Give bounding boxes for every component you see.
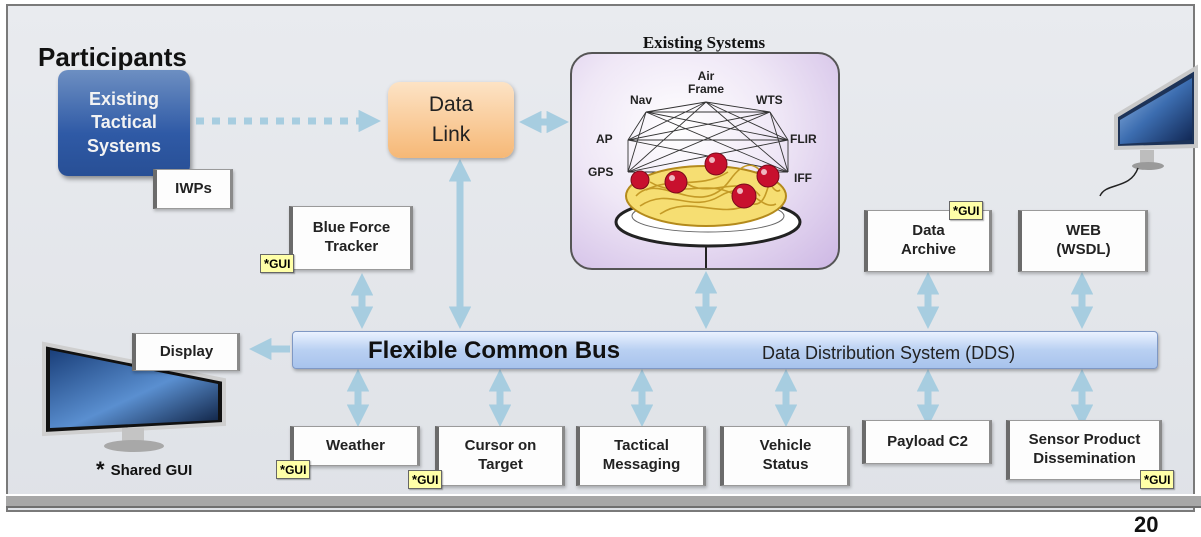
sensor-product-label: Sensor Product Dissemination bbox=[1028, 431, 1141, 467]
systems-network bbox=[614, 101, 802, 268]
web-wsdl-box: WEB (WSDL) bbox=[1018, 210, 1148, 272]
cursor-on-target-label: Cursor on Target bbox=[464, 437, 537, 473]
page-number: 20 bbox=[1134, 512, 1159, 537]
node-nav: Nav bbox=[630, 93, 653, 107]
data-archive-box: Data Archive bbox=[864, 210, 992, 272]
vehicle-status-box: Vehicle Status bbox=[720, 426, 850, 486]
gui-star: * bbox=[280, 462, 286, 477]
node-wts: WTS bbox=[756, 93, 783, 107]
node-flir: FLIR bbox=[790, 132, 817, 146]
connector-arrows bbox=[196, 109, 1094, 427]
existing-systems-title: Existing Systems bbox=[642, 33, 766, 52]
display-box: Display bbox=[132, 333, 240, 371]
node-airframe: Air Frame bbox=[688, 69, 725, 97]
bottom-bar bbox=[6, 494, 1201, 508]
gui-tag-sensor: *GUI bbox=[1140, 470, 1175, 489]
gui-star: * bbox=[1144, 472, 1150, 487]
blue-force-tracker-box: Blue Force Tracker bbox=[289, 206, 413, 270]
display-label: Display bbox=[159, 342, 214, 360]
gui-star: * bbox=[953, 203, 959, 218]
weather-box: Weather bbox=[290, 426, 420, 466]
blue-force-tracker-label: Blue Force Tracker bbox=[312, 219, 391, 255]
payload-c2-label: Payload C2 bbox=[887, 432, 968, 450]
data-link-box: Data Link bbox=[388, 82, 514, 158]
gui-tag-label: GUI bbox=[1149, 473, 1171, 487]
gui-tag-blue-force: *GUI bbox=[260, 254, 295, 273]
page-title: Participants bbox=[38, 42, 187, 72]
node-iff: IFF bbox=[794, 171, 812, 185]
gui-tag-weather: *GUI bbox=[276, 460, 311, 479]
gui-star: * bbox=[264, 256, 270, 271]
data-archive-label: Data Archive bbox=[900, 222, 957, 258]
gui-tag-label: GUI bbox=[269, 257, 291, 271]
vehicle-status-label: Vehicle Status bbox=[759, 437, 812, 473]
shared-gui-note: * Shared GUI bbox=[96, 455, 193, 482]
bus-name: Flexible Common Bus bbox=[368, 337, 621, 364]
gui-tag-cursor: *GUI bbox=[408, 470, 443, 489]
gui-tag-label: GUI bbox=[958, 204, 980, 218]
node-ap: AP bbox=[596, 132, 613, 146]
shared-gui-star: * bbox=[96, 457, 105, 482]
payload-c2-box: Payload C2 bbox=[862, 420, 992, 464]
gui-tag-label: GUI bbox=[417, 473, 439, 487]
bus-subtitle: Data Distribution System (DDS) bbox=[762, 343, 1016, 363]
node-gps: GPS bbox=[588, 165, 614, 179]
weather-label: Weather bbox=[326, 436, 385, 454]
tactical-messaging-box: Tactical Messaging bbox=[576, 426, 706, 486]
flexible-common-bus bbox=[292, 331, 1158, 369]
cursor-on-target-box: Cursor on Target bbox=[435, 426, 565, 486]
gui-star: * bbox=[412, 472, 418, 487]
existing-tactical-systems-box: Existing Tactical Systems bbox=[58, 70, 190, 176]
gui-tag-label: GUI bbox=[285, 463, 307, 477]
tactical-messaging-label: Tactical Messaging bbox=[602, 437, 681, 473]
sensor-product-box: Sensor Product Dissemination bbox=[1006, 420, 1162, 480]
display-monitor-icon bbox=[42, 341, 226, 452]
web-wsdl-label: WEB (WSDL) bbox=[1056, 222, 1111, 258]
shared-gui-label: Shared GUI bbox=[110, 462, 193, 479]
iwps-box: IWPs bbox=[153, 169, 233, 209]
gui-tag-data-archive: *GUI bbox=[949, 201, 984, 220]
monitor-top-icon bbox=[1099, 64, 1198, 197]
iwps-label: IWPs bbox=[175, 179, 212, 197]
